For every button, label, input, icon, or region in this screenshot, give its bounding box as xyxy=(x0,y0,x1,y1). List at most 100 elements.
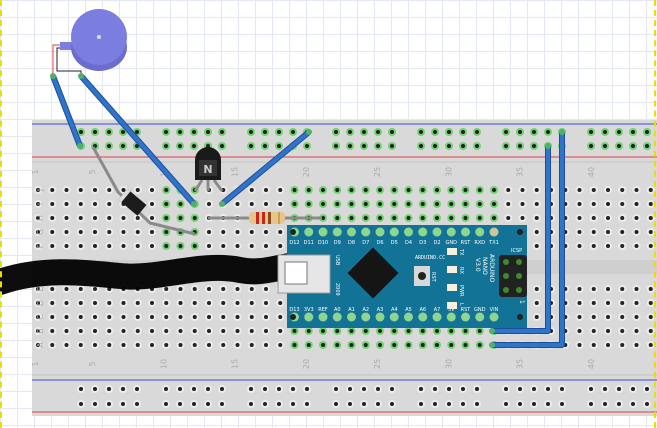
wire-endpoint[interactable] xyxy=(77,143,83,149)
wire-endpoint[interactable] xyxy=(50,73,56,79)
breadboard-hole-center xyxy=(78,301,83,305)
breadboard-hole-center xyxy=(534,216,539,220)
breadboard-hole-center xyxy=(449,202,454,206)
arduino-pin[interactable] xyxy=(347,227,356,237)
arduino-pin[interactable] xyxy=(389,312,399,322)
arduino-pin[interactable] xyxy=(375,227,385,237)
diode[interactable] xyxy=(91,146,196,236)
breadboard-hole-center xyxy=(36,216,40,220)
rail-hole-center xyxy=(504,387,508,391)
arduino-pin[interactable] xyxy=(304,227,314,237)
arduino-pin[interactable] xyxy=(404,227,413,237)
breadboard-hole-center xyxy=(378,202,382,206)
buzzer[interactable] xyxy=(52,9,127,76)
column-label: 1 xyxy=(31,361,40,366)
breadboard-hole-center xyxy=(235,301,240,305)
column-label: 35 xyxy=(516,359,525,369)
breadboard-hole-center xyxy=(620,188,625,192)
breadboard-hole-center xyxy=(392,329,397,333)
resistor[interactable] xyxy=(208,212,322,224)
breadboard-hole-center xyxy=(506,188,511,192)
arduino-pin[interactable] xyxy=(347,312,356,322)
breadboard-hole-center xyxy=(606,230,610,234)
arduino-pin[interactable] xyxy=(475,312,485,322)
breadboard-hole-center xyxy=(235,343,240,347)
breadboard-hole-center xyxy=(634,301,639,305)
arduino-pin[interactable] xyxy=(489,227,499,237)
rail-hole-center xyxy=(220,144,224,148)
breadboard-hole-center xyxy=(620,315,625,319)
breadboard-hole-center xyxy=(577,244,582,248)
breadboard-hole-center xyxy=(135,329,140,333)
arduino-pin[interactable] xyxy=(418,312,428,322)
breadboard-hole-center xyxy=(406,202,411,206)
rail-hole-center xyxy=(447,387,451,391)
rail-hole-center xyxy=(107,402,111,406)
breadboard-hole-center xyxy=(278,343,283,347)
arduino-pin[interactable] xyxy=(432,227,442,237)
rail-hole-center xyxy=(447,402,451,406)
board-name-1: ARDUINO xyxy=(488,254,495,283)
arduino-pin[interactable] xyxy=(375,312,385,322)
breadboard-hole-center xyxy=(392,216,397,220)
pin-label: 5V xyxy=(448,307,455,313)
rail-hole-center xyxy=(164,130,168,134)
rail-hole-center xyxy=(348,387,352,391)
wire-endpoint[interactable] xyxy=(545,143,551,149)
wires xyxy=(50,73,565,348)
wire-endpoint[interactable] xyxy=(489,328,495,334)
rail-hole-center xyxy=(79,130,83,134)
wire-endpoint[interactable] xyxy=(306,129,312,135)
jumper-wire-core xyxy=(492,132,564,347)
arduino-pin[interactable] xyxy=(361,227,371,237)
rail-hole-center xyxy=(546,130,550,134)
arduino-pin[interactable] xyxy=(475,227,485,237)
wire-endpoint[interactable] xyxy=(559,129,565,135)
rail-hole-center xyxy=(79,402,83,406)
wire-endpoint[interactable] xyxy=(191,201,197,207)
rail-hole-center xyxy=(121,144,125,148)
arduino-pin[interactable] xyxy=(418,227,428,237)
rail-hole-center xyxy=(461,144,465,148)
breadboard-hole-center xyxy=(192,315,197,319)
rail-hole-center xyxy=(178,130,182,134)
npn-transistor[interactable]: N xyxy=(193,147,224,192)
pin-label: A6 xyxy=(419,307,426,313)
breadboard-hole-center xyxy=(178,216,183,220)
breadboard-hole-center xyxy=(107,301,112,305)
arduino-pin[interactable] xyxy=(489,312,499,322)
breadboard-hole-center xyxy=(477,343,482,347)
arduino-pin[interactable] xyxy=(446,312,456,322)
arduino-pin[interactable] xyxy=(332,227,342,237)
breadboard-hole-center xyxy=(406,216,411,220)
arduino-pin[interactable] xyxy=(446,227,456,237)
rail-hole-center xyxy=(390,130,394,134)
breadboard-hole-center xyxy=(577,216,582,220)
breadboard-hole-center xyxy=(606,287,610,291)
arduino-pin[interactable] xyxy=(461,312,470,322)
breadboard-hole-center xyxy=(164,343,169,347)
arduino-pin[interactable] xyxy=(318,227,328,237)
wire-endpoint[interactable] xyxy=(219,201,225,207)
pin-label: D4 xyxy=(405,240,412,246)
arduino-pin[interactable] xyxy=(318,312,328,322)
arduino-pin[interactable] xyxy=(389,227,399,237)
breadboard-hole-center xyxy=(620,301,625,305)
rail-hole-center xyxy=(589,130,593,134)
wire-endpoint[interactable] xyxy=(78,73,84,79)
arduino-pin[interactable] xyxy=(361,312,371,322)
breadboard-hole-center xyxy=(591,329,596,333)
arduino-pin[interactable] xyxy=(461,227,470,237)
arduino-pin[interactable] xyxy=(404,312,413,322)
wire-endpoint[interactable] xyxy=(489,342,495,348)
breadboard-hole-center xyxy=(577,287,582,291)
arduino-pin[interactable] xyxy=(332,312,342,322)
breadboard-hole-center xyxy=(620,202,625,206)
arduino-pin[interactable] xyxy=(432,312,442,322)
rail-hole-center xyxy=(107,130,111,134)
arduino-pin[interactable] xyxy=(304,312,314,322)
rail-hole-center xyxy=(532,144,536,148)
breadboard-hole-center xyxy=(534,202,539,206)
